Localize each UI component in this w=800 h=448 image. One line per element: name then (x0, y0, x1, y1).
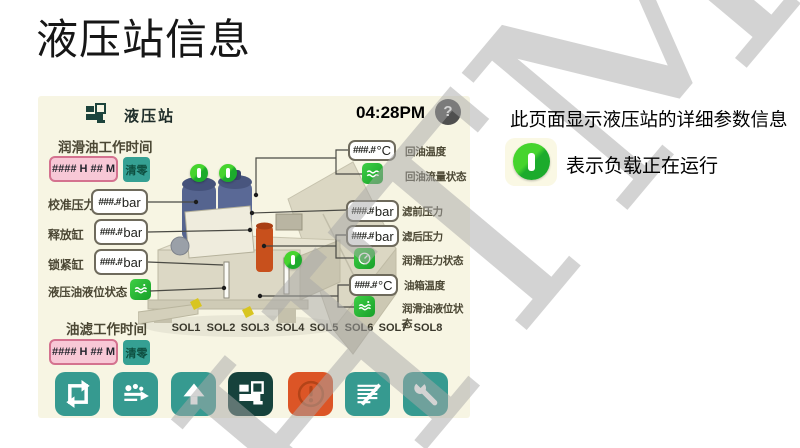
solenoid-sol1: SOL1 (171, 322, 201, 334)
post-filter-pressure-value: ###.#bar (346, 225, 399, 247)
hydraulic-oil-level-label: 液压油液位状态 (48, 287, 128, 299)
report-button[interactable] (345, 372, 390, 416)
help-button[interactable]: ? (435, 99, 461, 125)
solenoid-sol6: SOL6 (344, 322, 374, 334)
lube-pressure-status-label: 润滑压力状态 (402, 255, 464, 267)
post-filter-pressure-label: 滤后压力 (402, 231, 443, 243)
pump2-running-indicator (219, 164, 237, 182)
hmi-title: 液压站 (124, 108, 176, 125)
pre-filter-pressure-value: ###.#bar (346, 200, 399, 222)
solenoid-sol5: SOL5 (309, 322, 339, 334)
material-flow-icon (123, 383, 149, 401)
release-cylinder-label: 释放缸 (48, 228, 84, 242)
machine-pages-icon (238, 381, 264, 405)
page-title: 液压站信息 (36, 16, 252, 63)
return-oil-temp-label: 回油温度 (405, 146, 446, 158)
report-icon (357, 383, 381, 406)
solenoid-sol2: SOL2 (206, 322, 236, 334)
solenoid-sol7: SOL7 (378, 322, 408, 334)
pump1-running-indicator (190, 164, 208, 182)
return-oil-temp-value: ###.#°C (348, 140, 396, 161)
gauge-icon (354, 248, 375, 269)
lube-timer-label: 润滑油工作时间 (58, 140, 153, 155)
oil-level-icon (354, 296, 375, 317)
material-flow-button[interactable] (113, 372, 158, 416)
calibration-pressure-label: 校准压力 (48, 198, 96, 212)
hmi-panel: 液压站 04:28PM ? 润滑油工作时间 #### H ## M 清零 校准压… (38, 96, 470, 418)
machine-pages-button[interactable] (228, 372, 273, 416)
filter-timer-label: 油滤工作时间 (66, 322, 147, 337)
lock-cylinder-label: 锁紧缸 (48, 258, 84, 272)
cycle-button[interactable] (55, 372, 100, 416)
solenoid-sol3: SOL3 (240, 322, 270, 334)
release-cylinder-value: ###.#bar (94, 219, 148, 245)
lube-oil-level-label: 润滑油液位状态 (402, 303, 464, 330)
lube-timer-value: #### H ## M (49, 156, 118, 182)
pump3-running-indicator (284, 251, 302, 269)
lock-cylinder-value: ###.#bar (94, 249, 148, 275)
hydraulic-station-image (138, 161, 397, 355)
filter-timer-clear-button[interactable]: 清零 (123, 340, 150, 365)
filter-timer-value: #### H ## M (49, 339, 118, 365)
eject-icon (183, 383, 204, 405)
tank-temp-label: 油箱温度 (404, 280, 445, 292)
oil-level-icon (130, 279, 151, 300)
note-line2: 表示负载正在运行 (566, 156, 719, 177)
machine-icon (86, 103, 106, 123)
connector-lines (147, 149, 362, 308)
solenoid-sol4: SOL4 (275, 322, 305, 334)
pre-filter-pressure-label: 滤前压力 (402, 206, 443, 218)
alarm-icon (297, 380, 324, 408)
settings-button[interactable] (403, 372, 448, 416)
alarm-button[interactable] (288, 372, 333, 416)
tank-temp-value: ###.#°C (349, 274, 398, 296)
lube-timer-clear-button[interactable]: 清零 (123, 157, 150, 182)
cycle-icon (65, 380, 90, 408)
calibration-pressure-value: ###.#bar (91, 189, 148, 215)
running-indicator-legend (513, 143, 550, 180)
solenoid-sol8: SOL8 (413, 322, 443, 334)
filter-cylinder (256, 222, 273, 272)
wrench-icon (413, 380, 437, 406)
clock: 04:28PM (356, 103, 425, 122)
return-oil-flow-label: 回油流量状态 (405, 171, 467, 183)
note-line1: 此页面显示液压站的详细参数信息 (510, 109, 788, 130)
eject-button[interactable] (171, 372, 216, 416)
flow-icon (362, 163, 383, 184)
